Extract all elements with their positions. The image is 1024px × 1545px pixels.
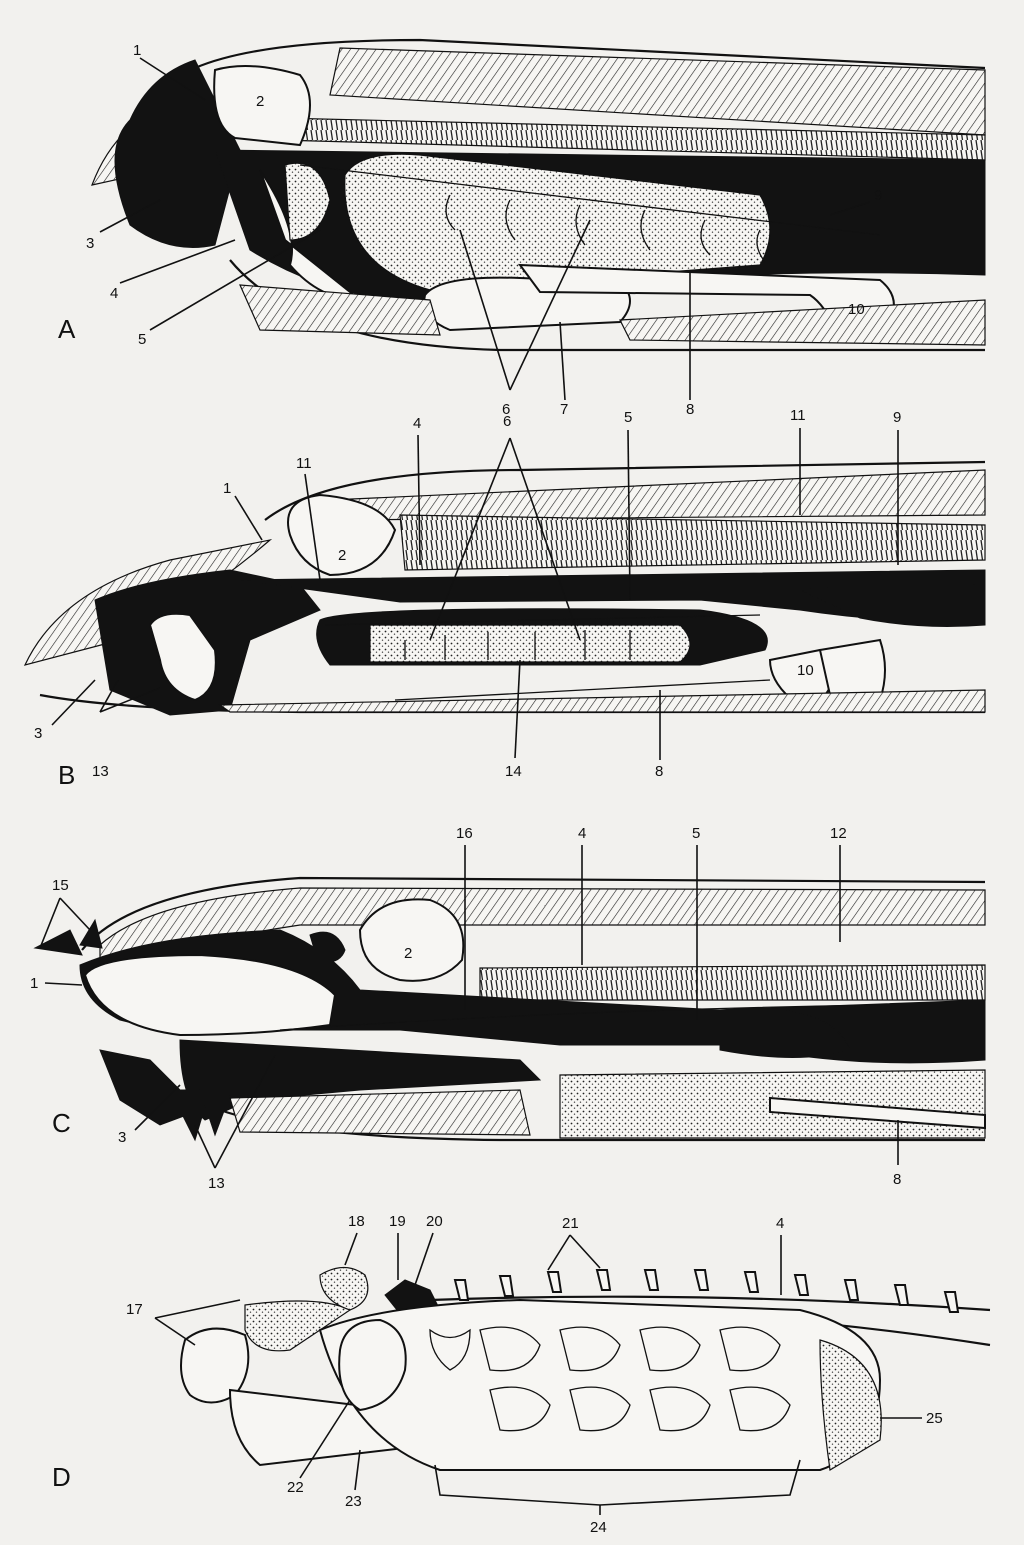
panel-b	[23, 460, 986, 716]
label: 1	[30, 975, 38, 992]
label: 10	[848, 301, 865, 318]
label: 8	[686, 401, 694, 418]
label: 18	[348, 1213, 365, 1230]
panel-d-leaders	[154, 1232, 922, 1515]
label: 7	[560, 401, 568, 418]
panel-d-labels: 4 17 18 19 20 21 22 23 24 25 D	[52, 1213, 943, 1536]
label: 14	[505, 763, 522, 780]
panel-b-labels: 1 2 3 4 5 6 8 9 10 11 11 13 14 B	[34, 407, 901, 790]
label: 16	[456, 825, 473, 842]
label: 3	[86, 235, 94, 252]
panel-c-leaders	[39, 845, 899, 1169]
label: 12	[830, 825, 847, 842]
label: 3	[34, 725, 42, 742]
label: 6	[503, 413, 511, 430]
panel-d	[180, 1266, 991, 1471]
label: 17	[126, 1301, 143, 1318]
panel-letter: B	[58, 760, 75, 790]
panel-letter: A	[58, 314, 76, 344]
panel-b-leaders	[51, 428, 899, 760]
label: 4	[578, 825, 586, 842]
label: 4	[110, 285, 118, 302]
label: 25	[926, 1410, 943, 1427]
label: 2	[256, 93, 264, 110]
label: 5	[624, 409, 632, 426]
label: 24	[590, 1519, 607, 1536]
label: 21	[562, 1215, 579, 1232]
label: 8	[655, 763, 663, 780]
label: 6	[502, 401, 510, 418]
panel-c-labels: 1 2 3 4 5 8 12 13 15 16 C	[30, 825, 901, 1192]
panel-letter: C	[52, 1108, 71, 1138]
label: 22	[287, 1479, 304, 1496]
label: 15	[52, 877, 69, 894]
label: 11	[296, 455, 312, 472]
label: 10	[797, 662, 814, 679]
label: 8	[893, 1171, 901, 1188]
label: 3	[118, 1129, 126, 1146]
label: 4	[413, 415, 421, 432]
label: 23	[345, 1493, 362, 1510]
label: 13	[208, 1175, 225, 1192]
label: 11	[790, 407, 806, 424]
panel-letter: D	[52, 1462, 71, 1492]
label: 5	[138, 331, 146, 348]
label: 9	[893, 409, 901, 426]
label: 13	[92, 763, 109, 780]
panel-a	[91, 38, 986, 352]
panel-a-labels: 1 2 3 4 5 6 7 8 9 10 A	[58, 42, 882, 418]
label: 2	[338, 547, 346, 564]
label: 5	[692, 825, 700, 842]
label: 1	[223, 480, 231, 497]
label: 20	[426, 1213, 443, 1230]
label: 2	[404, 945, 412, 962]
panel-a-leaders	[99, 57, 871, 401]
label: 1	[133, 42, 141, 59]
label: 19	[389, 1213, 406, 1230]
panel-c	[33, 876, 986, 1142]
label: 4	[776, 1215, 784, 1232]
label: 9	[874, 187, 882, 204]
